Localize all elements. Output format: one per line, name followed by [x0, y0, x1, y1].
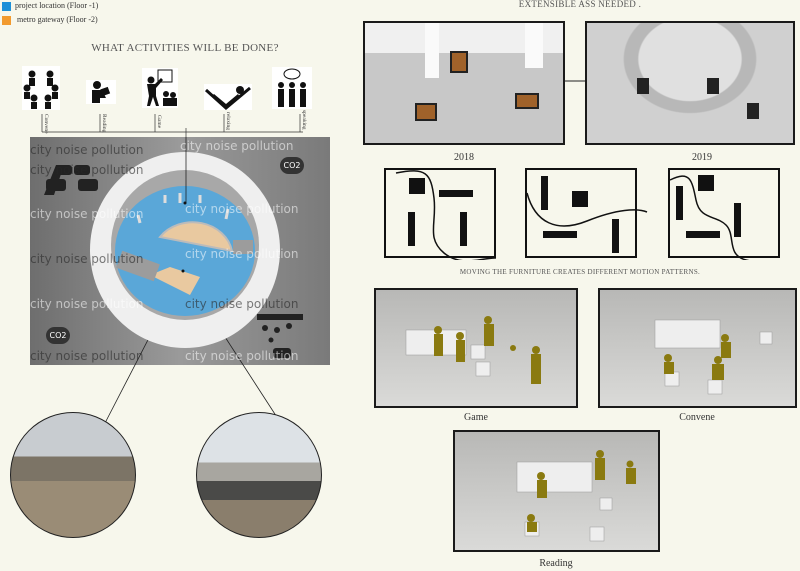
caption-2019: 2019 — [692, 152, 712, 163]
noise-text: city noise pollution — [185, 202, 299, 216]
activities-title: WHAT ACTIVITIES WILL BE DONE? — [91, 42, 279, 54]
site-plan-panel: CO2 CO2 city noise pollution city noise … — [30, 137, 330, 365]
motion-pattern-diagrams — [384, 168, 780, 260]
noise-text: city noise pollution — [185, 247, 299, 261]
site-photo-right — [196, 412, 322, 538]
legend-label-project: project location (Floor -1) — [15, 1, 99, 10]
pollution-crowd-icon — [257, 314, 303, 358]
noise-text: city noise pollution — [30, 163, 144, 177]
noise-text: city noise pollution — [30, 143, 144, 157]
noise-text: city noise pollution — [30, 349, 144, 363]
caption-convene: Convene — [679, 412, 715, 423]
activity-label-game: Game — [156, 115, 162, 129]
reading-person-icon — [86, 80, 116, 104]
photo-link-line — [565, 80, 587, 82]
traffic-cars-icon — [44, 165, 98, 195]
activity-connectors — [41, 114, 303, 140]
caption-reading: Reading — [539, 558, 573, 569]
extensible-title: EXTENSIBLE ASS NEEDED . — [518, 0, 642, 9]
noise-text: city noise pollution — [180, 139, 294, 153]
motion-pattern-1 — [384, 168, 497, 260]
presentation-game-icon — [142, 68, 178, 108]
photo-2019 — [585, 21, 795, 145]
caption-2018: 2018 — [454, 152, 474, 163]
group-meeting-icon — [22, 66, 60, 110]
noise-text: city noise pollution — [30, 297, 144, 311]
activity-label-reading: Reading — [101, 114, 107, 133]
activity-label-convene: Convene — [43, 114, 49, 134]
photo-2018 — [363, 21, 565, 145]
render-convene — [598, 288, 797, 408]
sunken-plaza-plan — [90, 137, 280, 348]
reclining-person-icon — [204, 84, 252, 110]
legend-swatch-project — [2, 2, 11, 11]
noise-text: city noise pollution — [185, 297, 299, 311]
site-photo-left — [10, 412, 136, 538]
co2-cloud-icon: CO2 — [280, 157, 304, 174]
render-game — [374, 288, 578, 408]
legend-label-metro: metro gateway (Floor -2) — [17, 15, 98, 24]
noise-text: city noise pollution — [185, 349, 299, 363]
activity-label-speaking: speaking — [301, 110, 307, 130]
patterns-caption: MOVING THE FURNITURE CREATES DIFFERENT M… — [459, 268, 701, 276]
co2-cloud-icon: CO2 — [46, 327, 70, 344]
activity-label-relaxing: relaxing — [225, 112, 231, 131]
legend-swatch-metro — [2, 16, 11, 25]
people-talking-icon — [272, 67, 312, 109]
noise-text: city noise pollution — [30, 207, 144, 221]
caption-game: Game — [464, 412, 488, 423]
render-reading — [453, 430, 660, 552]
motion-pattern-3 — [668, 168, 780, 260]
noise-text: city noise pollution — [30, 252, 144, 266]
motion-pattern-2 — [525, 168, 648, 258]
